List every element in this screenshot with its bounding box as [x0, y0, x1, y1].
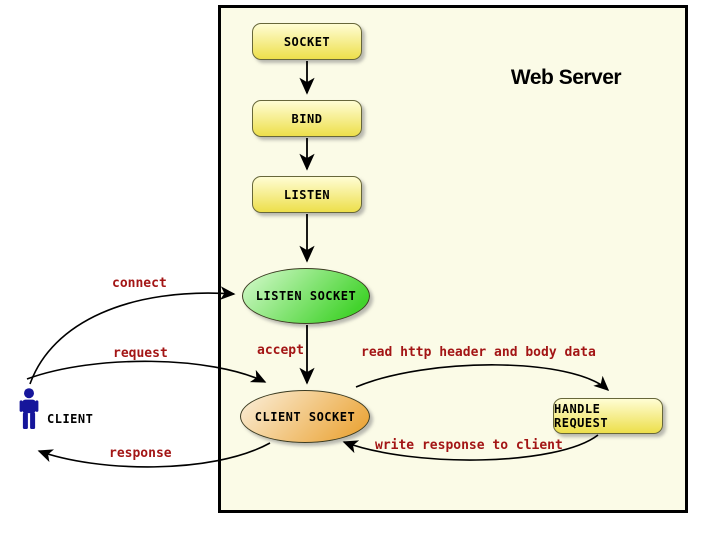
edge-label-response: response	[109, 446, 172, 461]
edge-label-read-http: read http header and body data	[361, 345, 596, 360]
node-listen: LISTEN	[252, 176, 362, 213]
node-handle-request: HANDLE REQUEST	[553, 398, 663, 434]
edge-label-request: request	[113, 346, 168, 361]
arrow-connect	[29, 286, 236, 385]
client-label: CLIENT	[47, 412, 94, 426]
node-socket: SOCKET	[252, 23, 362, 60]
edge-label-write-response: write response to client	[375, 438, 563, 453]
client-person-icon	[19, 388, 39, 429]
edge-label-accept: accept	[257, 343, 304, 358]
node-listen-socket: LISTEN SOCKET	[242, 268, 370, 324]
edge-label-connect: connect	[112, 276, 167, 291]
diagram-title: Web Server	[510, 66, 622, 89]
node-client-socket: CLIENT SOCKET	[240, 390, 370, 443]
node-bind: BIND	[252, 100, 362, 137]
